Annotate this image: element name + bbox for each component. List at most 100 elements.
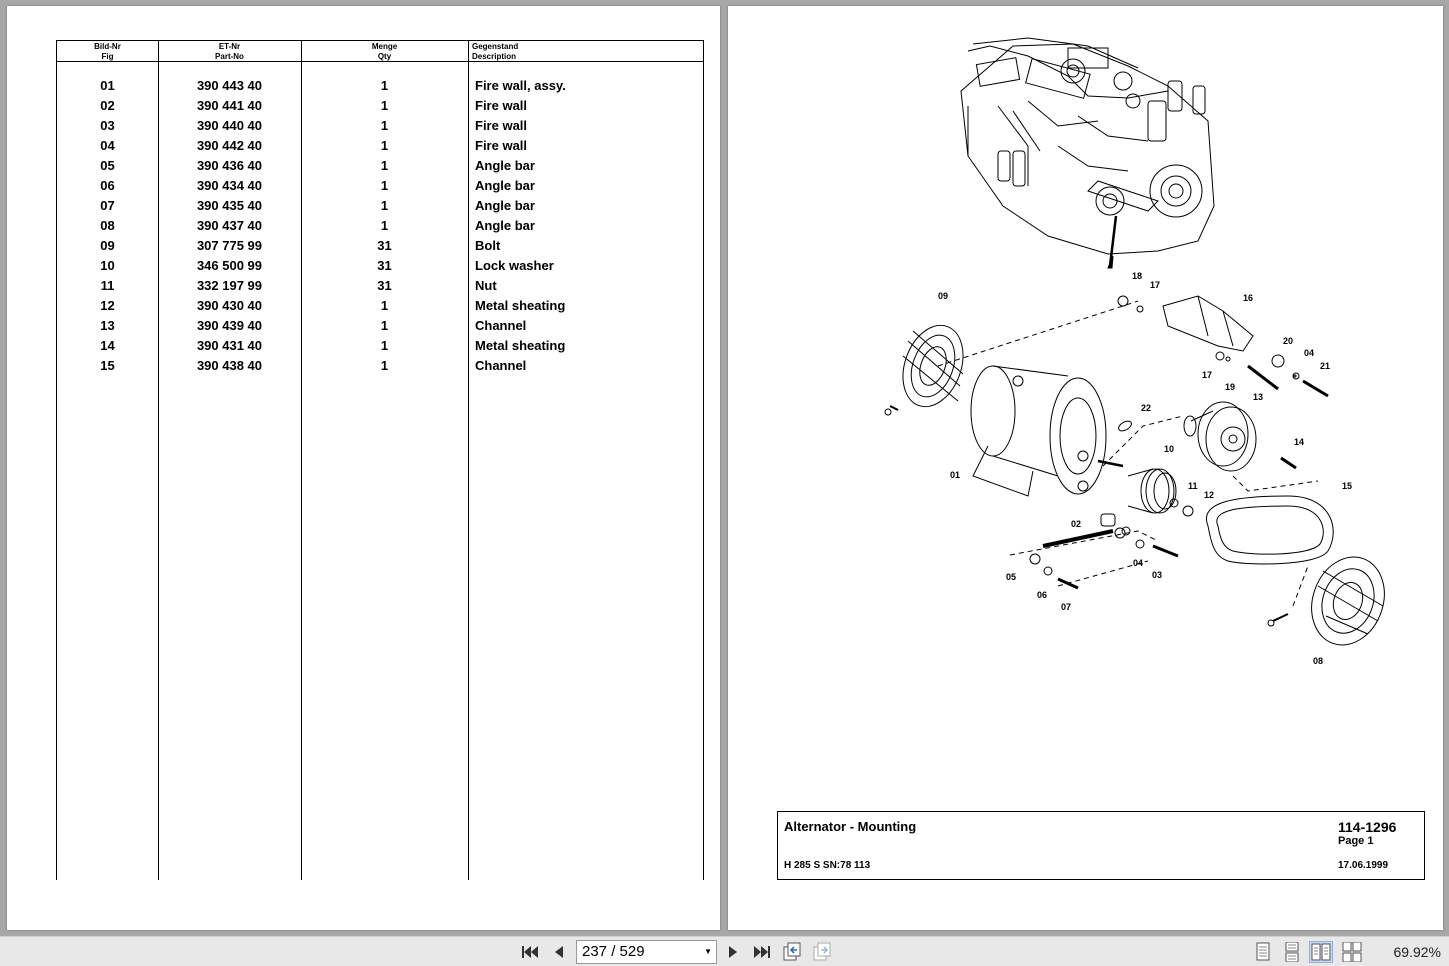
last-page-icon [754, 946, 770, 958]
page-right: 09 01 02 03 04 05 06 07 08 10 11 12 13 1… [728, 6, 1443, 930]
exploded-view-diagram: 09 01 02 03 04 05 06 07 08 10 11 12 13 1… [884, 37, 1385, 666]
single-page-icon [1256, 942, 1270, 961]
cell-part-no: 307 775 99 [196, 238, 263, 253]
cell-fig: 09 [100, 238, 115, 253]
cell-part-no: 390 431 40 [196, 338, 263, 353]
cell-fig: 04 [100, 138, 115, 153]
first-page-icon [522, 946, 538, 958]
previous-view-icon [783, 942, 801, 961]
cell-fig: 06 [100, 178, 115, 193]
last-page-button[interactable] [750, 941, 774, 963]
cell-fig: 14 [100, 338, 115, 353]
table-row: 14 390 431 40 1 Metal sheating [57, 336, 705, 356]
cell-qty: 1 [380, 198, 389, 213]
cell-qty: 31 [377, 258, 392, 273]
cell-part-no: 390 435 40 [196, 198, 263, 213]
fan-guard-08-drawing [1267, 556, 1385, 646]
next-page-icon [729, 946, 737, 958]
cell-qty: 31 [377, 278, 392, 293]
previous-view-button[interactable] [780, 941, 804, 963]
chevron-down-icon[interactable]: ▼ [704, 947, 712, 956]
page-label: Page 1 [1338, 835, 1374, 847]
previous-page-button[interactable] [547, 941, 571, 963]
continuous-view-button[interactable] [1280, 941, 1304, 963]
callout-04b: 04 [1304, 348, 1314, 358]
cell-part-no: 390 437 40 [196, 218, 263, 233]
callout-06: 06 [1037, 590, 1047, 600]
facing-pages-icon [1311, 943, 1331, 961]
callout-01: 01 [950, 470, 960, 480]
single-page-view-button[interactable] [1251, 941, 1275, 963]
cell-description: Fire wall [475, 98, 528, 113]
cell-description: Angle bar [475, 158, 535, 173]
table-row: 15 390 438 40 1 Channel [57, 356, 705, 376]
next-view-icon [813, 942, 831, 961]
callout-21: 21 [1320, 361, 1330, 371]
document-date: 17.06.1999 [1338, 860, 1389, 871]
cell-part-no: 390 442 40 [196, 138, 263, 153]
cell-fig: 02 [100, 98, 115, 113]
table-row: 02 390 441 40 1 Fire wall [57, 96, 705, 116]
continuous-facing-view-button[interactable] [1340, 941, 1364, 963]
cell-qty: 1 [380, 118, 389, 133]
next-page-button[interactable] [721, 941, 745, 963]
facing-view-button[interactable] [1309, 941, 1333, 963]
next-view-button[interactable] [810, 941, 834, 963]
viewer-toolbar: 237 / 529 ▼ 69.92% [0, 936, 1449, 966]
callout-11: 11 [1188, 481, 1198, 491]
cell-description: Metal sheating [475, 338, 566, 353]
drawing-title: Alternator - Mounting [784, 819, 917, 834]
callout-04: 04 [1133, 558, 1143, 568]
cell-description: Channel [475, 358, 527, 373]
cell-qty: 1 [380, 158, 389, 173]
cell-fig: 10 [100, 258, 115, 273]
callout-17: 17 [1150, 280, 1160, 290]
cell-qty: 1 [380, 338, 389, 353]
page-number-field[interactable]: 237 / 529 ▼ [576, 940, 717, 964]
assembly-lines [937, 300, 1319, 607]
cell-description: Fire wall [475, 138, 528, 153]
first-page-button[interactable] [518, 941, 542, 963]
cell-description: Channel [475, 318, 527, 333]
pulley-drawings [1127, 401, 1257, 514]
cell-qty: 1 [380, 98, 389, 113]
cell-part-no: 390 438 40 [196, 358, 263, 373]
callout-labels: 09 01 02 03 04 05 06 07 08 10 11 12 13 1… [938, 271, 1352, 666]
cell-part-no: 332 197 99 [196, 278, 263, 293]
callout-07: 07 [1061, 602, 1071, 612]
cell-description: Angle bar [475, 198, 535, 213]
callout-15: 15 [1342, 481, 1352, 491]
fan-guard-09-drawing [884, 324, 964, 416]
belt-drawing [1205, 495, 1334, 565]
cell-fig: 13 [100, 318, 115, 333]
cell-description: Fire wall, assy. [475, 78, 566, 93]
callout-17b: 17 [1202, 370, 1212, 380]
cell-fig: 15 [100, 358, 115, 373]
callout-02: 02 [1071, 519, 1081, 529]
cell-description: Metal sheating [475, 298, 566, 313]
cell-part-no: 390 443 40 [196, 78, 263, 93]
cell-qty: 1 [380, 318, 389, 333]
previous-page-icon [555, 946, 563, 958]
cell-part-no: 390 434 40 [196, 178, 263, 193]
table-header-rule [57, 61, 703, 62]
zoom-level[interactable]: 69.92% [1393, 944, 1441, 960]
cell-part-no: 390 441 40 [196, 98, 263, 113]
alternator-drawing [970, 365, 1124, 497]
cell-fig: 11 [100, 278, 115, 293]
continuous-facing-icon [1342, 942, 1362, 962]
callout-10: 10 [1164, 444, 1174, 454]
callout-08: 08 [1313, 656, 1323, 666]
callout-09: 09 [938, 291, 948, 301]
cell-fig: 03 [100, 118, 115, 133]
cell-qty: 1 [380, 358, 389, 373]
